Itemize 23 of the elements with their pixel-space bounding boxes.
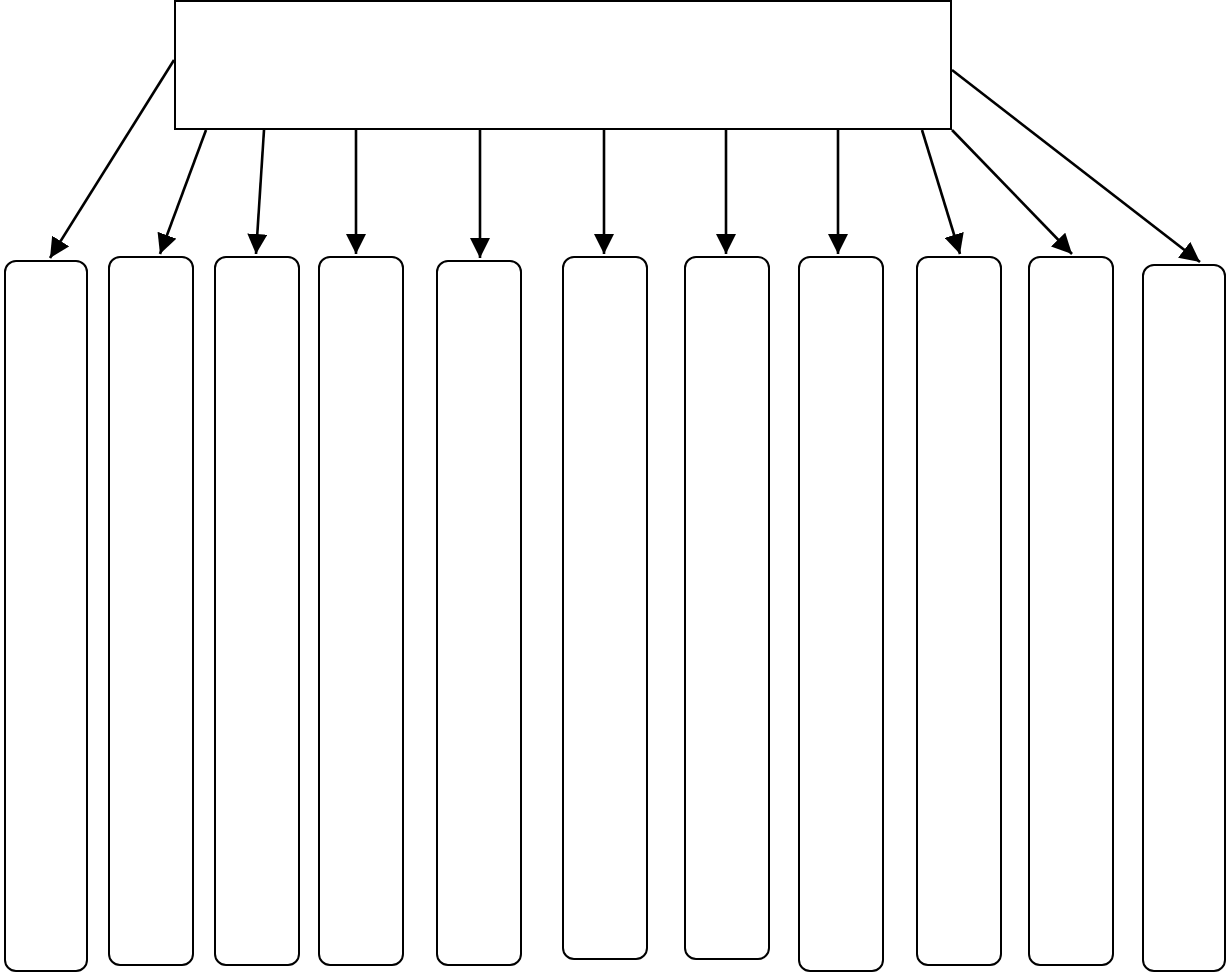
column-box [318, 256, 404, 966]
column-box [684, 256, 770, 960]
column-box [798, 256, 884, 972]
column-box [1142, 264, 1226, 972]
column-box [562, 256, 648, 960]
column-box [4, 260, 88, 972]
column-box [214, 256, 300, 966]
arrow [247, 129, 268, 255]
header-box [174, 0, 952, 130]
arrow [828, 130, 848, 254]
arrow [594, 130, 614, 254]
arrow [716, 130, 736, 254]
arrow [157, 129, 208, 255]
column-box [436, 260, 522, 966]
arrow [470, 130, 490, 258]
arrow [951, 68, 1201, 264]
arrow [920, 129, 964, 255]
column-box [1028, 256, 1114, 966]
column-box [108, 256, 194, 966]
column-box [916, 256, 1002, 966]
arrow [346, 130, 366, 254]
arrow [48, 59, 176, 259]
arrow [951, 129, 1073, 255]
